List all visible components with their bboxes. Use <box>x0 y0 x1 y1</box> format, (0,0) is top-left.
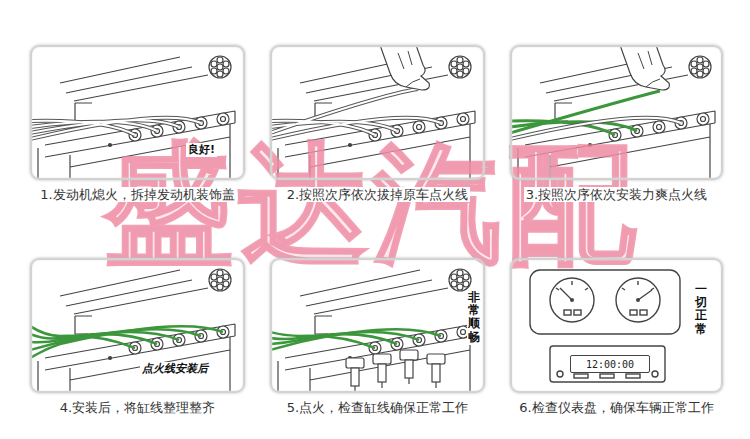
step-panel: 非常顺畅5.点火，检查缸线确保正常工作 <box>270 258 485 393</box>
caption-row: 5.点火，检查缸线确保正常工作 <box>232 400 523 416</box>
step-caption: 2.按照次序依次拔掉原车点火线 <box>285 187 470 202</box>
step-panel: 3.按照次序依次安装力爽点火线 <box>510 45 723 180</box>
step-caption: 6.检查仪表盘，确保车辆正常工作 <box>517 400 715 415</box>
caption-row: 4.安装后，将缸线整理整齐 <box>0 400 283 416</box>
clock-display: 12:00:00 <box>570 355 650 373</box>
vertical-note: 一切正常 <box>694 282 708 337</box>
caption-row: 2.按照次序依次拔掉原车点火线 <box>232 187 523 203</box>
caption-row: 6.检查仪表盘，确保车辆正常工作 <box>472 400 750 416</box>
step-caption: 5.点火，检查缸线确保正常工作 <box>285 400 470 415</box>
watermark: 盛达汽配 <box>105 140 641 268</box>
caption-row: 3.按照次序依次安装力爽点火线 <box>472 187 750 203</box>
vertical-note: 非常顺畅 <box>467 290 481 345</box>
step-panel: 一切正常6.检查仪表盘，确保车辆正常工作12:00:00 <box>510 258 723 393</box>
caption-row: 1.发动机熄火，拆掉发动机装饰盖 <box>0 187 283 203</box>
step-caption: 4.安装后，将缸线整理整齐 <box>58 400 217 415</box>
step-caption: 3.按照次序依次安装力爽点火线 <box>524 187 709 202</box>
step-panel: 良好!1.发动机熄火，拆掉发动机装饰盖 <box>30 45 245 180</box>
clock-text: 12:00:00 <box>586 359 634 370</box>
step-panel: 点火线安装后4.安装后，将缸线整理整齐 <box>30 258 245 393</box>
status-note: 点火线安装后 <box>140 362 210 376</box>
status-note: 良好! <box>186 143 217 157</box>
step-panel: 2.按照次序依次拔掉原车点火线 <box>270 45 485 180</box>
step-caption: 1.发动机熄火，拆掉发动机装饰盖 <box>38 187 236 202</box>
